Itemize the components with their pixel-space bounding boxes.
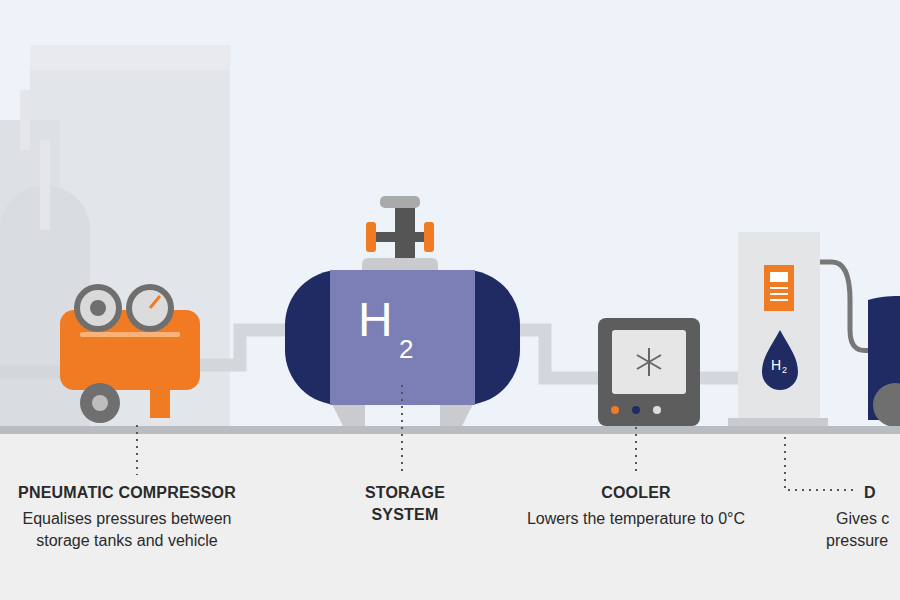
- component-heading: D: [864, 482, 876, 504]
- component-heading: STORAGE SYSTEM: [340, 482, 470, 525]
- tank-subscript: 2: [399, 336, 419, 362]
- component-description: Gives c: [836, 508, 889, 530]
- component-heading: COOLER: [576, 482, 696, 504]
- component-description: Equalises pressures between storage tank…: [2, 508, 252, 551]
- component-description: pressure: [826, 530, 888, 552]
- drop-subscript: 2: [782, 366, 792, 375]
- component-description: Lowers the temperature to 0°C: [526, 508, 746, 530]
- component-heading: PNEUMATIC COMPRESSOR: [0, 482, 254, 504]
- tank-symbol: H: [358, 296, 398, 344]
